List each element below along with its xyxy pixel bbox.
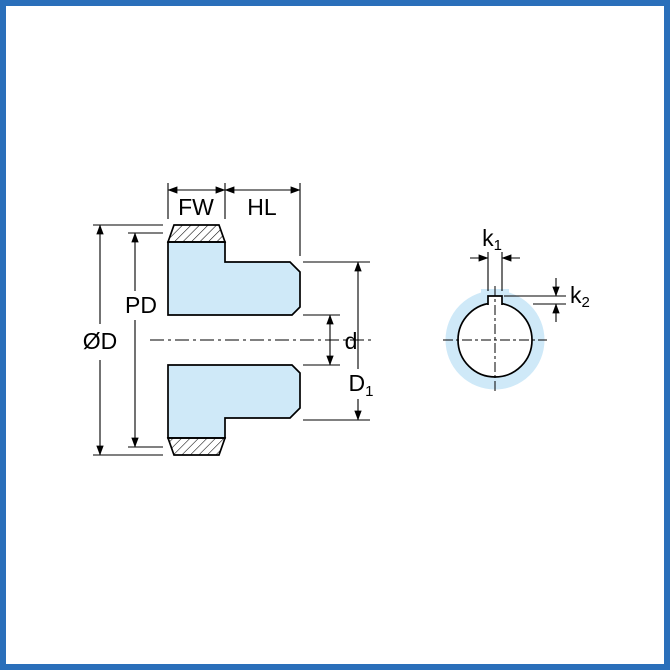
k1-label: k1 <box>482 225 502 254</box>
gear-tooth-bottom <box>166 437 227 456</box>
fw-label: FW <box>178 194 214 220</box>
dimension-d1: D1 <box>303 261 374 421</box>
d-label: d <box>345 328 358 354</box>
dimension-pd: PD <box>125 232 163 448</box>
gear-end-view: k1 k2 <box>443 225 590 394</box>
k2-label: k2 <box>570 282 590 311</box>
gear-lower-section <box>167 364 301 439</box>
dimension-k2: k2 <box>504 278 590 322</box>
gear-upper-section <box>167 241 301 316</box>
gear-side-view: FW HL ØD PD d <box>83 183 374 456</box>
pd-label: PD <box>125 292 157 318</box>
d1-label: D1 <box>349 370 374 400</box>
dimension-od: ØD <box>83 224 163 456</box>
hl-label: HL <box>247 194 277 220</box>
gear-tooth-top <box>166 224 227 243</box>
od-label: ØD <box>83 328 118 354</box>
dimension-d: d <box>303 314 358 366</box>
dimension-hl: HL <box>224 183 301 256</box>
dimension-k1: k1 <box>470 225 520 291</box>
dimension-fw: FW <box>167 183 226 220</box>
